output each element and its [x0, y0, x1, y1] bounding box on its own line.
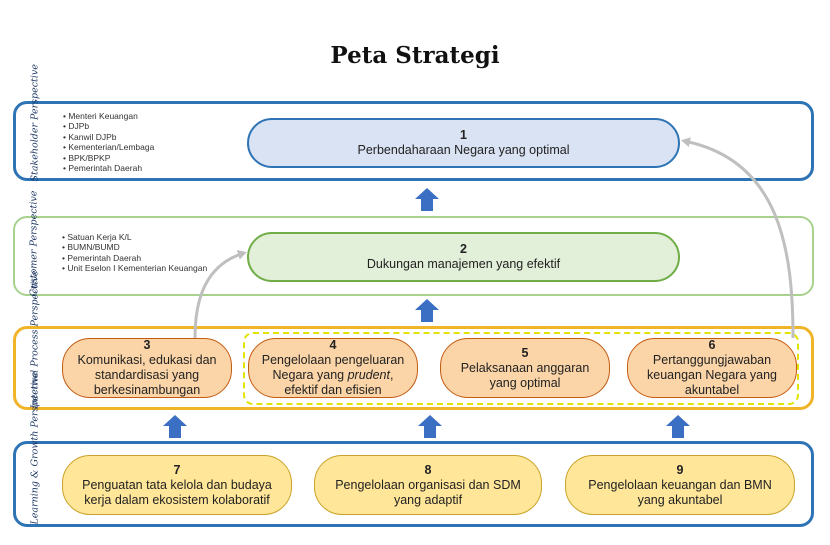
- stakeholder-item: DJPb: [63, 121, 154, 131]
- stakeholder-item: Pemerintah Daerah: [63, 163, 154, 173]
- objective-8[interactable]: 8 Pengelolaan organisasi dan SDM yang ad…: [314, 455, 542, 515]
- customer-item: Pemerintah Daerah: [62, 253, 207, 263]
- customer-item: Satuan Kerja K/L: [62, 232, 207, 242]
- up-arrow-icon: [415, 188, 439, 211]
- customer-item: BUMN/BUMD: [62, 242, 207, 252]
- page-title: Peta Strategi: [330, 42, 500, 69]
- stakeholder-item: Menteri Keuangan: [63, 111, 154, 121]
- objective-5[interactable]: 5 Pelaksanaan anggaran yang optimal: [440, 338, 610, 398]
- up-arrow-icon: [666, 415, 690, 438]
- up-arrow-icon: [415, 299, 439, 322]
- connector-3-to-2: [193, 249, 247, 339]
- objective-6[interactable]: 6 Pertanggungjawaban keuangan Negara yan…: [627, 338, 797, 398]
- up-arrows: [163, 188, 690, 438]
- objective-4[interactable]: 4 Pengelolaan pengeluaran Negara yang pr…: [248, 338, 418, 398]
- stakeholder-item: Kementerian/Lembaga: [63, 142, 154, 152]
- up-arrow-icon: [418, 415, 442, 438]
- stakeholder-item: BPK/BPKP: [63, 153, 154, 163]
- internal-group-outline: [243, 332, 799, 405]
- connector-6-to-1: [681, 137, 795, 339]
- objective-1[interactable]: 1 Perbendaharaan Negara yang optimal: [247, 118, 680, 168]
- stakeholder-item: Kanwil DJPb: [63, 132, 154, 142]
- up-arrow-icon: [163, 415, 187, 438]
- stakeholder-list: Menteri Keuangan DJPb Kanwil DJPb Kement…: [63, 111, 154, 173]
- objective-2[interactable]: 2 Dukungan manajemen yang efektif: [247, 232, 680, 282]
- objective-3[interactable]: 3 Komunikasi, edukasi dan standardisasi …: [62, 338, 232, 398]
- customer-item: Unit Eselon I Kementerian Keuangan: [62, 263, 207, 273]
- objective-9[interactable]: 9 Pengelolaan keuangan dan BMN yang akun…: [565, 455, 795, 515]
- customer-list: Satuan Kerja K/L BUMN/BUMD Pemerintah Da…: [62, 232, 207, 274]
- objective-7[interactable]: 7 Penguatan tata kelola dan budaya kerja…: [62, 455, 292, 515]
